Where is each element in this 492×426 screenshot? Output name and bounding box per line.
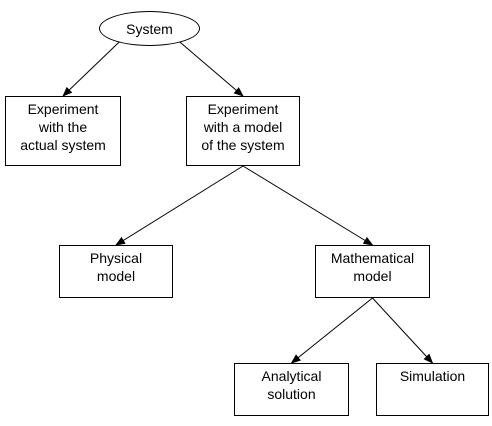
node-system-label: System [126,20,173,37]
node-analytical-solution-label: Analytical solution [261,368,322,402]
node-experiment-actual-label: Experiment with the actual system [20,101,106,153]
node-mathematical-model-label: Mathematical model [330,250,415,284]
edge-mathematical-model-to-analytical-solution [290,297,373,364]
node-experiment-model-label: Experiment with a model of the system [201,101,285,153]
edge-system-to-experiment-model [179,41,244,97]
node-experiment-model: Experiment with a model of the system [186,96,300,166]
node-physical-model: Physical model [59,245,173,298]
node-analytical-solution: Analytical solution [234,363,349,416]
node-experiment-actual: Experiment with the actual system [5,96,121,166]
node-mathematical-model: Mathematical model [315,245,430,298]
edge-experiment-model-to-physical-model [115,165,244,246]
node-simulation-label: Simulation [399,368,466,384]
edge-experiment-model-to-mathematical-model [242,165,374,246]
edge-system-to-experiment-actual [62,41,120,97]
node-simulation: Simulation [376,363,489,416]
node-system: System [99,11,200,46]
node-physical-model-label: Physical model [89,250,143,284]
edge-mathematical-model-to-simulation [372,297,434,364]
